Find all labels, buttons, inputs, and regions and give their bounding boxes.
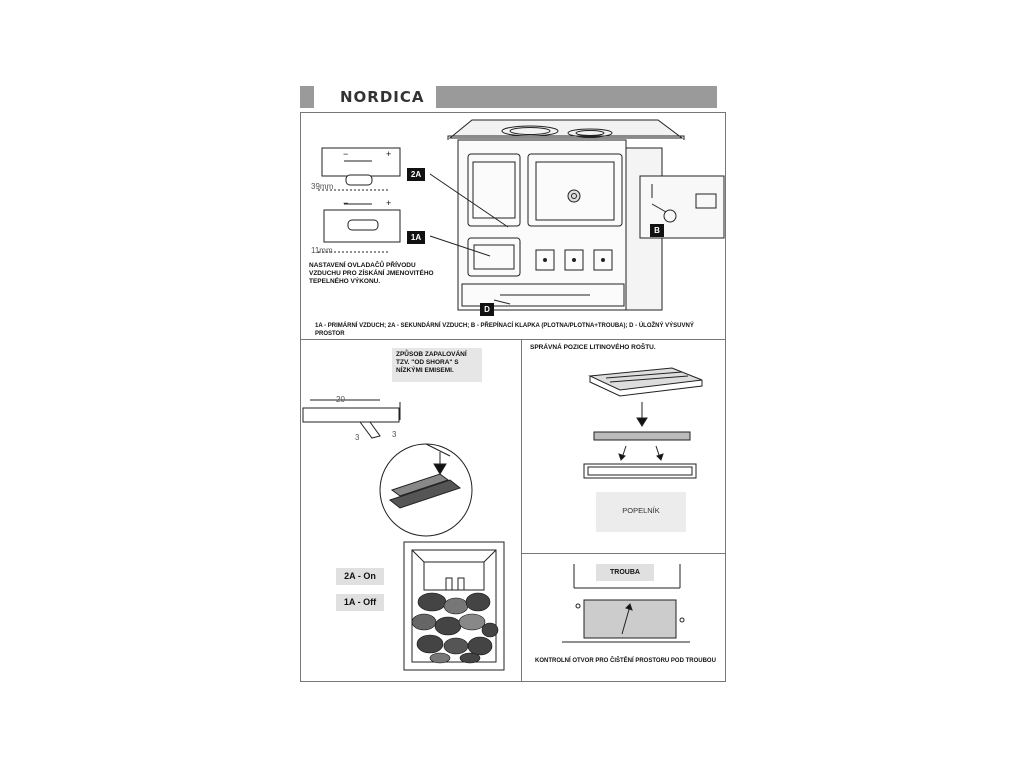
dimension-3a: 3 <box>355 433 360 442</box>
slider-2a-minus: − <box>343 149 349 159</box>
slider-2a-plus: + <box>386 149 392 159</box>
slider-1a-minus: − <box>343 198 349 208</box>
dimension-11mm: 11mm <box>311 246 333 255</box>
ashpan-label: POPELNÍK <box>622 506 660 515</box>
divider-horizontal <box>300 339 726 340</box>
inspection-caption: KONTROLNÍ OTVOR PRO ČIŠTĚNÍ PROSTORU POD… <box>535 658 716 664</box>
dimension-3b: 3 <box>392 430 397 439</box>
divider-vertical <box>521 339 522 682</box>
tag-d: D <box>480 303 494 316</box>
ignition-illustration <box>302 399 505 671</box>
air-adjust-caption: NASTAVENÍ OVLADAČŮ PŘÍVODU VZDUCHU PRO Z… <box>309 262 434 285</box>
oven-illustration <box>562 564 690 643</box>
stove-illustration <box>318 119 725 311</box>
label-1a-off: 1A - Off <box>336 594 384 611</box>
tag-1a: 1A <box>407 231 425 244</box>
legend-caption: 1A - PRIMÁRNÍ VZDUCH; 2A - SEKUNDÁRNÍ VZ… <box>315 323 694 337</box>
grate-illustration <box>583 367 703 532</box>
slider-1a-plus: + <box>386 198 392 208</box>
grate-caption: SPRÁVNÁ POZICE LITINOVÉHO ROŠTU. <box>530 344 656 351</box>
brand-logo <box>314 86 436 108</box>
brand-logo-text: NORDICA <box>340 88 425 106</box>
tag-b: B <box>650 224 664 237</box>
label-2a-on: 2A - On <box>336 568 384 585</box>
dimension-20: 20 <box>336 395 345 404</box>
ignition-note: ZPŮSOB ZAPALOVÁNÍ TZV. "OD SHORA" S NÍZK… <box>392 348 482 382</box>
tag-2a: 2A <box>407 168 425 181</box>
divider-horizontal-right <box>521 553 726 554</box>
dimension-39mm: 39mm <box>311 182 334 191</box>
oven-label: TROUBA <box>596 564 654 581</box>
document-frame <box>300 112 726 682</box>
